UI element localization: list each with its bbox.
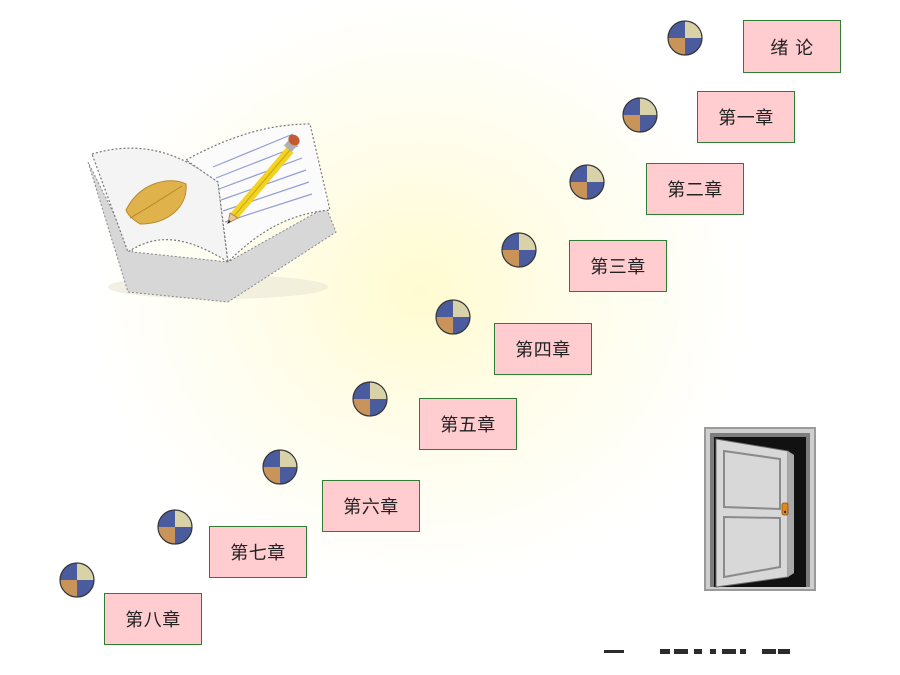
chapter-button-2[interactable]: 第二章 [646,163,744,215]
chapter-button-introduction[interactable]: 绪 论 [743,20,841,73]
quadrant-ball-icon[interactable] [435,299,471,335]
chapter-button-4[interactable]: 第四章 [494,323,592,375]
quadrant-ball-icon[interactable] [352,381,388,417]
chapter-button-3[interactable]: 第三章 [569,240,667,292]
quadrant-ball-icon[interactable] [262,449,298,485]
chapter-button-8[interactable]: 第八章 [104,593,202,645]
chapter-button-1[interactable]: 第一章 [697,91,795,143]
open-door-exit-icon[interactable] [704,427,816,591]
quadrant-ball-icon[interactable] [157,509,193,545]
chapter-button-6[interactable]: 第六章 [322,480,420,532]
quadrant-ball-icon[interactable] [501,232,537,268]
chapter-button-7[interactable]: 第七章 [209,526,307,578]
chapter-button-5[interactable]: 第五章 [419,398,517,450]
quadrant-ball-icon[interactable] [667,20,703,56]
quadrant-ball-icon[interactable] [569,164,605,200]
quadrant-ball-icon[interactable] [622,97,658,133]
quadrant-ball-icon[interactable] [59,562,95,598]
open-book-with-pencil-icon [87,123,337,303]
partial-footer-graphic [604,649,790,654]
